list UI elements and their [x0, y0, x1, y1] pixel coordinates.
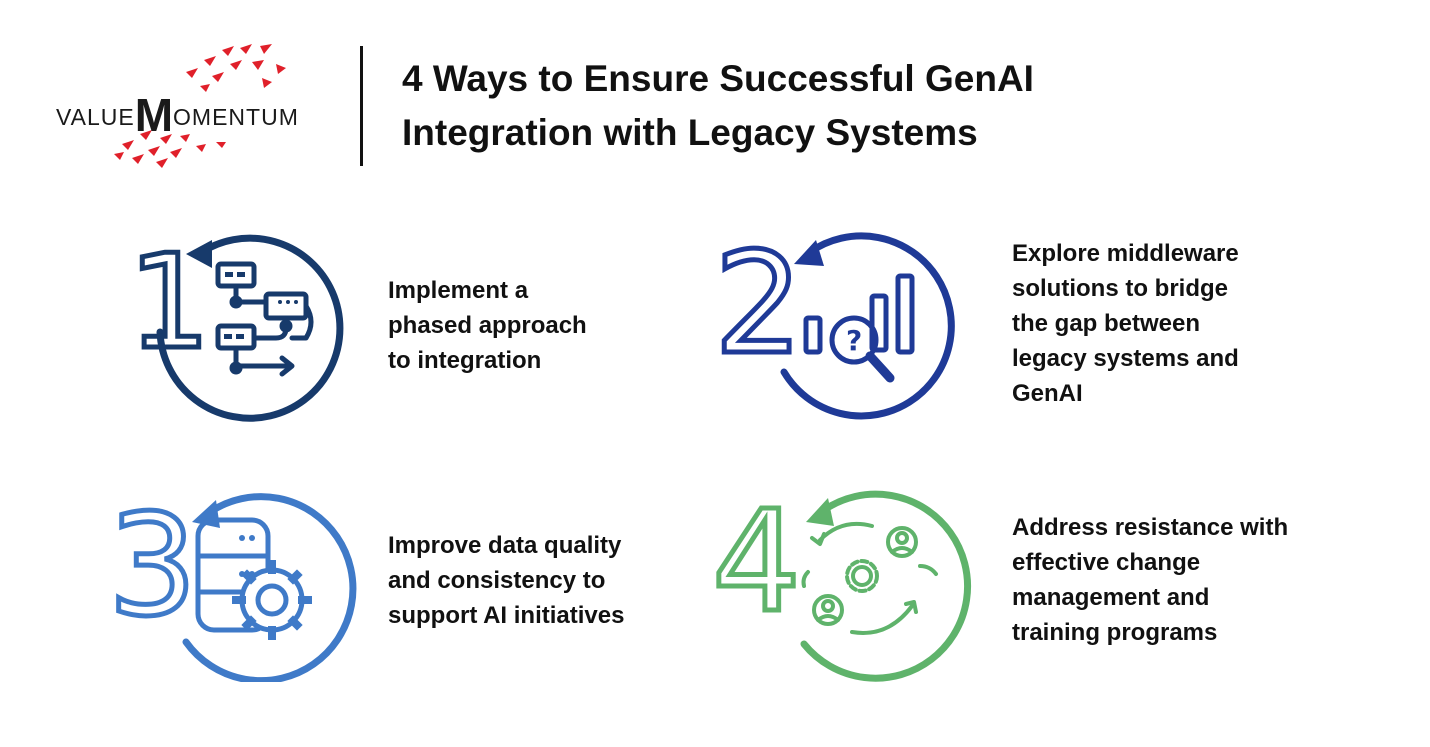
logo-wordmark: VALUEMOMENTUM — [56, 88, 299, 142]
step-1-line-2: phased approach — [388, 312, 587, 339]
step-2-line-5: GenAI — [1012, 380, 1083, 407]
step-3-text: Improve data quality and consistency to … — [388, 528, 624, 633]
title-line-2: Integration with Legacy Systems — [402, 112, 978, 153]
analytics-search-icon — [803, 273, 915, 383]
step-4-number: 4 — [712, 482, 801, 644]
header-divider — [360, 46, 363, 166]
logo-prefix: VALUE — [56, 104, 135, 130]
step-2-line-1: Explore middleware — [1012, 240, 1239, 267]
step-2-line-2: solutions to bridge — [1012, 275, 1228, 302]
step-2-line-4: legacy systems and — [1012, 345, 1239, 372]
step-4-line-1: Address resistance with — [1012, 514, 1289, 541]
step-1-number: 1 — [128, 226, 211, 378]
step-1-line-3: to integration — [388, 347, 542, 374]
step-1-line-1: Implement a — [388, 277, 529, 304]
step-4-text: Address resistance with effective change… — [1012, 510, 1288, 650]
logo-initial: M — [134, 89, 174, 141]
step-4-line-4: training programs — [1012, 619, 1218, 646]
step-2-line-3: the gap between — [1012, 310, 1201, 337]
step-2-icon: 2 ? — [712, 222, 955, 420]
step-1-icon: 1 — [126, 224, 344, 422]
workflow-diagram-icon — [215, 261, 314, 377]
step-3-number: 3 — [108, 485, 197, 648]
step-3-line-2: and consistency to — [388, 567, 606, 594]
step-3-line-3: support AI initiatives — [388, 602, 625, 629]
database-gear-icon — [195, 517, 312, 640]
page-title: 4 Ways to Ensure Successful GenAI Integr… — [402, 52, 1302, 160]
step-4-line-2: effective change — [1012, 549, 1201, 576]
step-2-text: Explore middleware solutions to bridge t… — [1012, 236, 1239, 411]
step-3-line-1: Improve data quality — [388, 532, 622, 559]
logo-triangles-icon — [114, 44, 286, 168]
step-1-text: Implement a phased approach to integrati… — [388, 273, 587, 378]
title-line-1: 4 Ways to Ensure Successful GenAI — [402, 58, 1034, 99]
logo-suffix: OMENTUM — [173, 104, 299, 130]
step-3-icon: 3 — [106, 483, 357, 682]
step-2-number: 2 — [714, 223, 803, 386]
company-logo: VALUEMOMENTUM — [40, 38, 340, 173]
question-mark-icon: ? — [846, 324, 862, 357]
step-4-icon: 4 — [712, 482, 972, 682]
step-4-line-3: management and — [1012, 584, 1210, 611]
people-cycle-icon — [801, 521, 938, 635]
